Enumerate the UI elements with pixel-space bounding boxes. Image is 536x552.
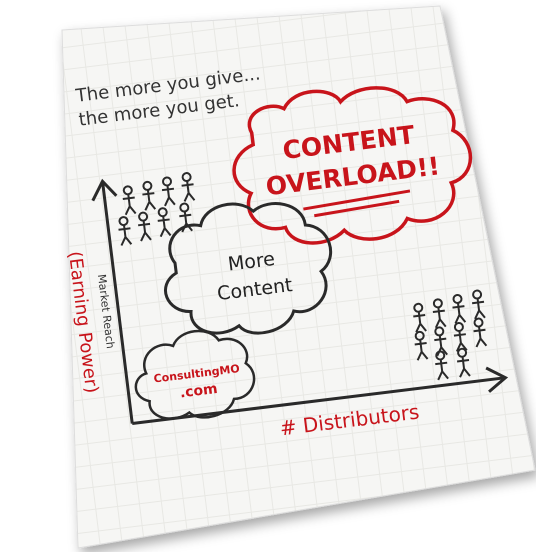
stick-figure-group-small: [118, 172, 196, 246]
brand-line2: .com: [179, 381, 218, 401]
x-axis-arrow-icon: [485, 366, 509, 393]
stick-figure-group-large: [413, 289, 488, 381]
y-axis-arrow-icon: [91, 178, 118, 202]
underline-strokes: [303, 189, 411, 218]
y-axis-line: [101, 183, 134, 424]
x-axis-line: [132, 376, 504, 426]
overload-cloud: [232, 86, 473, 245]
more-content-cloud: [164, 202, 333, 335]
brand-cloud: [134, 329, 256, 420]
napkin-paper: [61, 5, 536, 549]
